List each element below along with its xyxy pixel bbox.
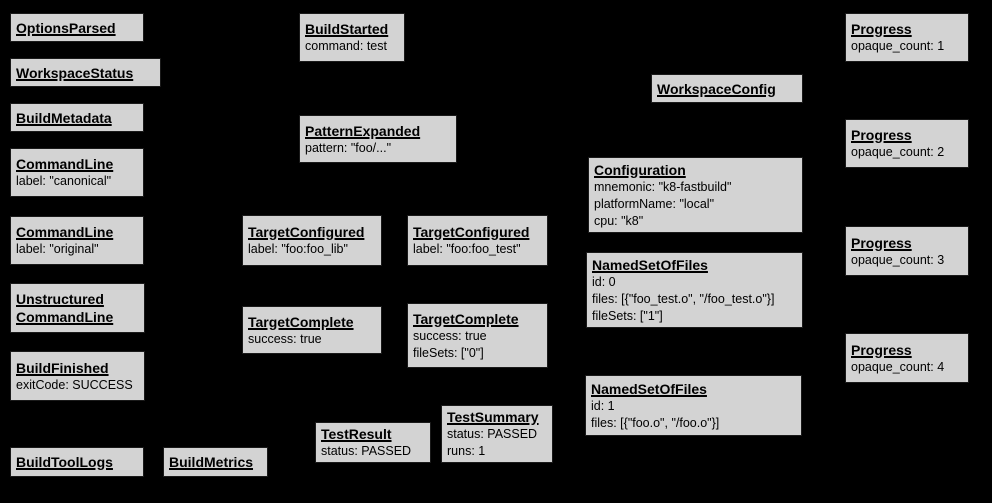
node-title: Progress: [851, 341, 912, 358]
node-field: exitCode: SUCCESS: [16, 377, 133, 392]
node-workspace-config: WorkspaceConfig: [651, 74, 803, 103]
node-field: mnemonic: "k8-fastbuild": [594, 179, 732, 194]
node-field: success: true: [413, 328, 487, 343]
node-title: TargetConfigured: [413, 224, 530, 240]
node-progress-4: Progress opaque_count: 4: [845, 333, 969, 383]
node-field: success: true: [248, 331, 322, 346]
node-title: TargetComplete: [413, 310, 519, 327]
node-title: CommandLine: [16, 224, 114, 240]
node-configuration: Configuration mnemonic: "k8-fastbuild" p…: [588, 157, 803, 233]
node-target-complete-foo-lib: TargetComplete success: true: [242, 306, 382, 354]
node-build-started: BuildStarted command: test: [299, 13, 405, 62]
node-field: label: "original": [16, 242, 99, 256]
node-field: label: "foo:foo_lib": [248, 242, 348, 256]
node-title: WorkspaceConfig: [657, 80, 776, 97]
node-field: opaque_count: 3: [851, 252, 945, 267]
node-field: opaque_count: 2: [851, 145, 945, 159]
node-title: WorkspaceStatus: [16, 64, 134, 81]
node-build-finished: BuildFinished exitCode: SUCCESS: [10, 351, 145, 401]
node-named-set-of-files-0: NamedSetOfFiles id: 0 files: [{"foo_test…: [586, 252, 803, 328]
node-field: label: "foo:foo_test": [413, 242, 521, 256]
node-progress-2: Progress opaque_count: 2: [845, 119, 969, 168]
node-title: TargetComplete: [248, 313, 354, 330]
node-title-line2: CommandLine: [16, 309, 114, 325]
node-command-line-original: CommandLine label: "original": [10, 216, 144, 265]
node-field: label: "canonical": [16, 174, 112, 188]
node-progress-3: Progress opaque_count: 3: [845, 226, 969, 276]
node-title: OptionsParsed: [16, 19, 116, 36]
node-title: NamedSetOfFiles: [592, 256, 708, 273]
node-build-metadata: BuildMetadata: [10, 103, 144, 132]
node-title: TargetConfigured: [248, 224, 365, 240]
node-field: platformName: "local": [594, 196, 715, 211]
node-target-configured-foo-lib: TargetConfigured label: "foo:foo_lib": [242, 215, 382, 266]
node-field: pattern: "foo/...": [305, 140, 392, 155]
node-title: CommandLine: [16, 156, 114, 172]
node-target-configured-foo-test: TargetConfigured label: "foo:foo_test": [407, 215, 548, 266]
node-test-result: TestResult status: PASSED: [315, 422, 431, 463]
node-title: BuildMetadata: [16, 109, 112, 126]
node-title: Progress: [851, 127, 912, 143]
node-field: status: PASSED: [447, 427, 538, 441]
node-command-line-canonical: CommandLine label: "canonical": [10, 148, 144, 197]
node-field: files: [{"foo_test.o", "/foo_test.o"}]: [592, 291, 775, 306]
node-title: BuildFinished: [16, 359, 109, 376]
node-test-summary: TestSummary status: PASSED runs: 1: [441, 405, 553, 463]
node-build-tool-logs: BuildToolLogs: [10, 447, 144, 477]
node-field: fileSets: ["1"]: [592, 308, 663, 323]
node-field: runs: 1: [447, 444, 486, 458]
node-title: Unstructured: [16, 291, 104, 307]
node-target-complete-foo-test: TargetComplete success: true fileSets: […: [407, 303, 548, 368]
node-field: opaque_count: 1: [851, 39, 945, 53]
node-title: BuildToolLogs: [16, 454, 113, 470]
node-title: BuildStarted: [305, 21, 389, 37]
node-build-metrics: BuildMetrics: [163, 447, 268, 477]
node-field: files: [{"foo.o", "/foo.o"}]: [591, 415, 720, 430]
node-field: id: 1: [591, 398, 615, 413]
node-workspace-status: WorkspaceStatus: [10, 58, 161, 87]
node-title: Progress: [851, 21, 912, 37]
node-field: cpu: "k8": [594, 213, 644, 228]
node-progress-1: Progress opaque_count: 1: [845, 13, 969, 62]
node-options-parsed: OptionsParsed: [10, 13, 144, 42]
node-named-set-of-files-1: NamedSetOfFiles id: 1 files: [{"foo.o", …: [585, 375, 802, 436]
node-pattern-expanded: PatternExpanded pattern: "foo/...": [299, 115, 457, 163]
node-title: TestSummary: [447, 409, 539, 425]
node-title: BuildMetrics: [169, 454, 254, 470]
node-field: opaque_count: 4: [851, 359, 945, 374]
node-field: fileSets: ["0"]: [413, 345, 484, 360]
node-title: Configuration: [594, 161, 686, 178]
node-field: status: PASSED: [321, 444, 412, 458]
node-field: command: test: [305, 39, 387, 53]
node-unstructured-command-line: Unstructured CommandLine: [10, 283, 145, 333]
node-title: Progress: [851, 234, 912, 251]
node-field: id: 0: [592, 274, 616, 289]
node-title: PatternExpanded: [305, 122, 421, 139]
node-title: TestResult: [321, 426, 392, 442]
node-title: NamedSetOfFiles: [591, 380, 707, 397]
